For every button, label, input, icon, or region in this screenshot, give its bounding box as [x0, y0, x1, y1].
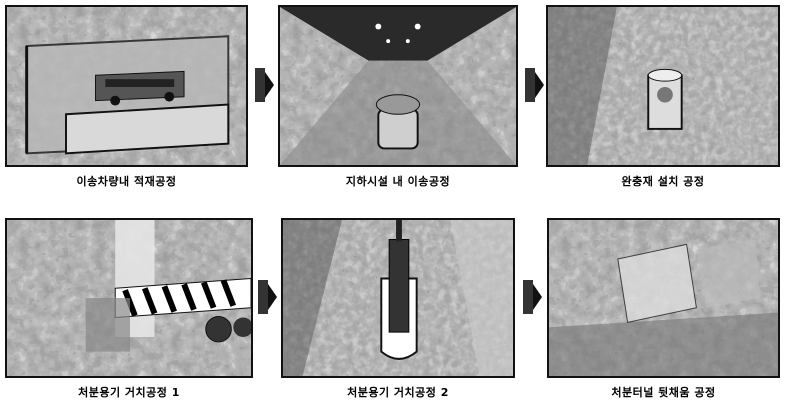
step-6-caption: 처분터널 뒷채움 공정	[611, 386, 716, 399]
right-arrow-icon	[258, 280, 278, 314]
step-1-caption: 이송차량내 적재공정	[76, 175, 177, 188]
step-2-caption: 지하시설 내 이송공정	[345, 175, 451, 188]
right-arrow-icon	[255, 68, 275, 102]
step-1-image	[5, 5, 248, 167]
step-4-caption: 처분용기 거치공정 1	[78, 386, 180, 399]
step-3-caption: 완충재 설치 공정	[621, 175, 705, 188]
step-4-image	[5, 218, 253, 378]
step-2-image	[278, 5, 518, 167]
step-5-image	[281, 218, 515, 378]
step-5-caption: 처분용기 거치공정 2	[347, 386, 449, 399]
right-arrow-icon	[525, 68, 545, 102]
right-arrow-icon	[523, 280, 543, 314]
step-6-image	[547, 218, 780, 378]
step-3-image	[546, 5, 780, 167]
